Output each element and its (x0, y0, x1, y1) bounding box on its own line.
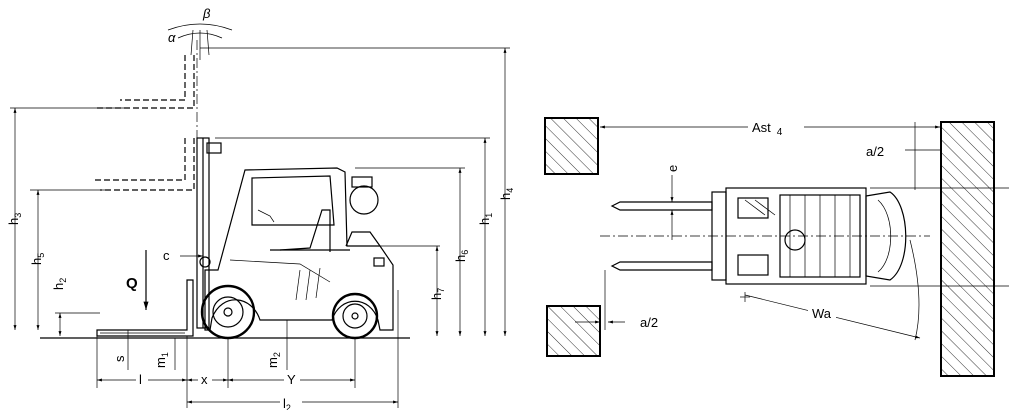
label-m2-sub: 2 (272, 352, 282, 357)
label-h5: h (29, 258, 44, 265)
svg-text:h2: h2 (51, 278, 68, 290)
height-dimensions (10, 47, 510, 336)
mast (196, 137, 222, 329)
front-wheel (200, 284, 256, 340)
label-h2-sub: 2 (58, 278, 68, 283)
svg-text:m1: m1 (153, 352, 170, 368)
truck-body (204, 167, 394, 331)
svg-text:h7: h7 (429, 288, 446, 300)
side-view: h3 h5 h2 h4 h1 h6 h7 α β Q c s m1 m2 (6, 6, 515, 410)
pallet-block-top (544, 117, 599, 175)
top-view: Ast 4 a/2 e (544, 117, 1009, 377)
label-h4: h (498, 193, 513, 200)
label-l: l (139, 372, 142, 387)
label-m1-sub: 1 (160, 352, 170, 357)
label-y: Y (287, 372, 296, 387)
label-h6-sub: 6 (460, 250, 470, 255)
label-l2: l (283, 396, 286, 410)
forks (96, 279, 194, 337)
label-wa: Wa (812, 306, 832, 321)
label-ast-sub: 4 (777, 127, 783, 138)
svg-text:h4: h4 (498, 188, 515, 200)
label-l2-sub: 2 (286, 403, 291, 410)
rack-wall (940, 121, 995, 377)
label-load-q: Q (126, 275, 138, 292)
svg-text:h6: h6 (453, 250, 470, 262)
label-alpha: α (168, 30, 176, 45)
label-h5-sub: 5 (36, 253, 46, 258)
label-h7: h (429, 293, 444, 300)
label-e: e (665, 165, 680, 172)
svg-text:h5: h5 (29, 253, 46, 265)
label-x: x (201, 372, 208, 387)
label-h2: h (51, 283, 66, 290)
label-m2: m (265, 357, 280, 368)
label-h3: h (6, 218, 21, 225)
svg-text:h1: h1 (477, 213, 494, 225)
label-m1: m (153, 357, 168, 368)
pallet-block-bottom (546, 305, 601, 357)
svg-text:l2: l2 (283, 396, 291, 410)
label-c: c (163, 248, 170, 263)
label-h1: h (477, 218, 492, 225)
label-h3-sub: 3 (13, 213, 23, 218)
svg-text:m2: m2 (265, 352, 282, 368)
label-h4-sub: 4 (505, 188, 515, 193)
label-a2-top: a/2 (866, 144, 884, 159)
label-h6: h (453, 255, 468, 262)
label-s: s (112, 355, 127, 362)
label-beta: β (202, 6, 211, 21)
rear-wheel (331, 292, 379, 340)
label-ast: Ast (752, 120, 771, 135)
label-a2-bottom: a/2 (640, 315, 658, 330)
label-h7-sub: 7 (436, 288, 446, 293)
svg-text:h3: h3 (6, 213, 23, 225)
tilt-angle-indicator (167, 23, 233, 60)
label-h1-sub: 1 (484, 213, 494, 218)
truck-top (711, 187, 907, 285)
